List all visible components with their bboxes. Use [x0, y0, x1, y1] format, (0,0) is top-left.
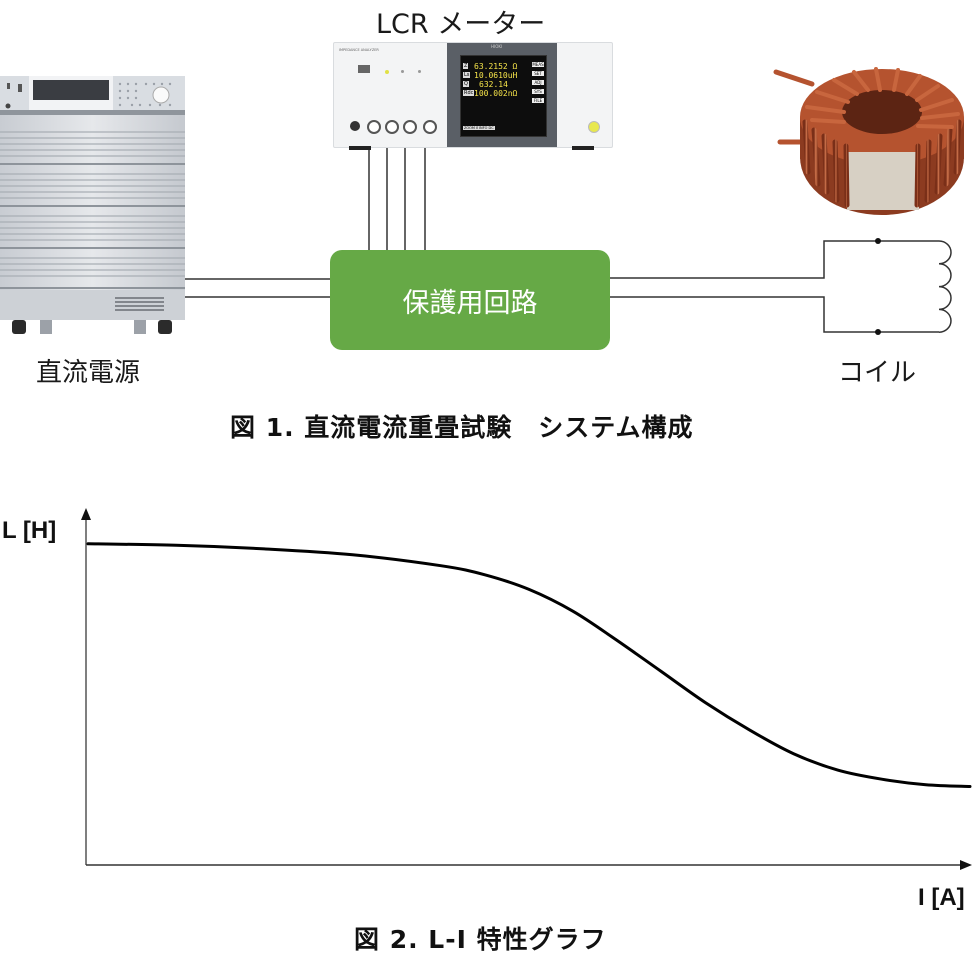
softkey-2: SET	[532, 71, 544, 76]
toroidal-coil-icon	[773, 67, 964, 216]
lcr-screen-bezel: HIOKI 63.2152 Ω 10.0610uH 632.14 100.002…	[447, 43, 557, 147]
screen-param-4: Rdc	[463, 90, 475, 96]
protection-circuit-label: 保護用回路	[402, 287, 538, 319]
lcr-screen: 63.2152 Ω 10.0610uH 632.14 100.002nΩ Z L…	[460, 55, 547, 137]
lcr-meter-label: LCR メーター	[376, 9, 546, 40]
junction-dot-top	[875, 238, 881, 244]
terminal-guard	[350, 121, 360, 131]
screen-param-1: Z	[463, 63, 469, 69]
wire-coil-top	[610, 240, 939, 279]
softkey-5: FILE	[532, 98, 544, 103]
usb-port-icon	[358, 65, 370, 73]
dc-power-supply-label: 直流電源	[36, 358, 141, 388]
softkey-1: MEAS	[532, 62, 544, 67]
l-i-chart	[81, 508, 972, 870]
wire-coil-bottom	[610, 296, 939, 333]
lcr-foot-left	[349, 146, 371, 150]
y-axis-arrow-icon	[81, 508, 91, 520]
screen-reading-3: 632.14	[479, 80, 508, 89]
terminal-l-pot	[385, 120, 399, 134]
wiring-diagram	[185, 140, 952, 335]
screen-param-3: Q	[463, 81, 469, 87]
softkey-3: ADJ	[532, 80, 544, 85]
figure2-caption: 図 2. L-I 特性グラフ	[354, 925, 607, 954]
inductor-symbol-icon	[938, 240, 952, 333]
lcr-brand: HIOKI	[491, 44, 503, 49]
softkey-4: SYS	[532, 89, 544, 94]
screen-reading-1: 63.2152 Ω	[474, 62, 518, 71]
status-led-1	[401, 70, 404, 73]
protection-circuit-box: 保護用回路	[330, 250, 610, 350]
screen-param-2: Ls	[463, 72, 471, 78]
x-axis-label: I [A]	[918, 884, 965, 911]
terminal-l-cur	[367, 120, 381, 134]
screen-button-2: INFO DC	[478, 126, 495, 130]
series-line-l-i	[86, 542, 972, 788]
terminal-h-cur	[423, 120, 437, 134]
lcr-power-button-icon	[588, 121, 600, 133]
lcr-model-text: IMPEDANCE ANALYZER	[339, 48, 379, 52]
lcr-foot-right	[572, 146, 594, 150]
figure1-caption: 図 1. 直流電流重畳試験 システム構成	[230, 413, 694, 442]
dc-power-supply-icon	[0, 76, 185, 334]
y-axis-label: L [H]	[2, 517, 57, 544]
screen-reading-2: 10.0610uH	[474, 71, 518, 80]
status-led-2	[418, 70, 421, 73]
x-axis-arrow-icon	[960, 860, 972, 870]
screen-reading-4: 100.002nΩ	[474, 89, 518, 98]
power-led-icon	[385, 70, 389, 74]
lcr-meter-device: IMPEDANCE ANALYZER HIOKI 63.2152 Ω 10.06…	[333, 42, 613, 150]
terminal-h-pot	[403, 120, 417, 134]
coil-label: コイル	[838, 358, 917, 388]
junction-dot-bottom	[875, 329, 881, 335]
terminal-row	[342, 115, 452, 139]
screen-button-1: ZOOM IN	[463, 126, 481, 130]
